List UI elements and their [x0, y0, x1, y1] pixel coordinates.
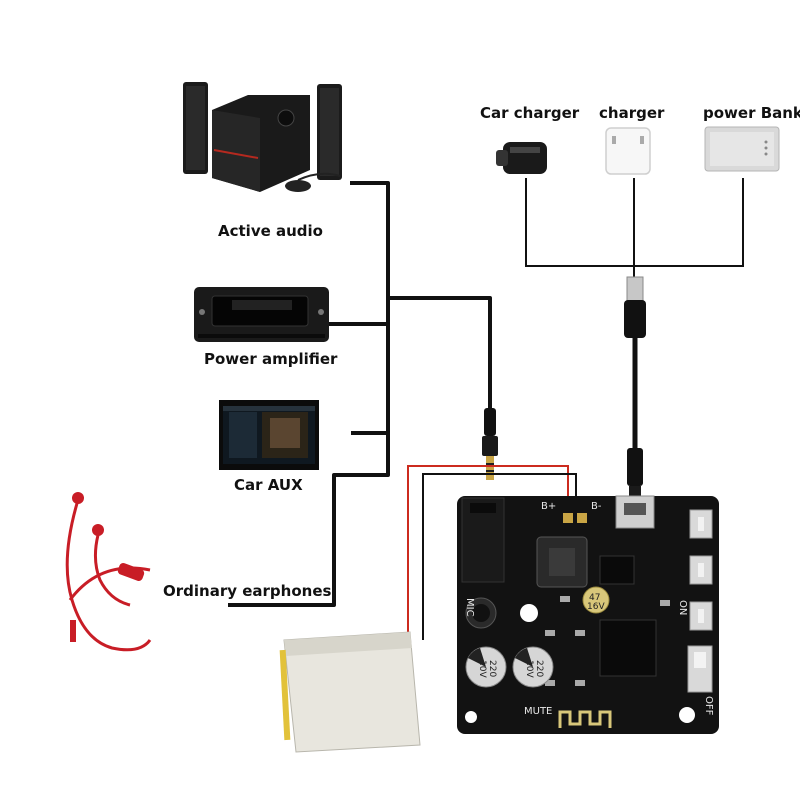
board-b-minus-label: B-	[591, 501, 602, 512]
board-off-label: OFF	[703, 696, 714, 716]
car-charger-label: Car charger	[480, 104, 580, 122]
board-on-label: ON	[677, 600, 688, 615]
capacitor-right-value: 220	[534, 660, 544, 677]
wall-charger-image	[605, 127, 651, 175]
active-audio-speakers-image	[183, 82, 342, 192]
bluetooth-board	[457, 495, 719, 734]
small-capacitor-value: 47	[589, 593, 600, 603]
capacitor-left-voltage: 10V	[477, 660, 487, 678]
capacitor-right-voltage: 10V	[524, 660, 534, 678]
charger-wires	[525, 178, 744, 278]
power-bank-image	[704, 126, 780, 172]
board-b-plus-label: B+	[541, 501, 556, 512]
power-amplifier-image	[194, 287, 329, 342]
board-mic-label: MIC	[464, 598, 475, 617]
usb-cable	[624, 276, 646, 496]
car-aux-image	[219, 400, 319, 470]
audio-jack-plug	[482, 408, 498, 480]
red-earphones-image	[65, 492, 152, 652]
capacitor-left-value: 220	[487, 660, 497, 677]
charger-label: charger	[599, 104, 665, 122]
audio-output-wires	[228, 181, 492, 607]
board-mute-label: MUTE	[524, 706, 552, 717]
small-capacitor-voltage: 16V	[587, 602, 605, 612]
power-amplifier-label: Power amplifier	[204, 350, 338, 368]
power-bank-label: power Bank	[703, 104, 800, 122]
ordinary-earphones-label: Ordinary earphones	[163, 582, 332, 600]
lithium-battery	[279, 631, 421, 753]
car-aux-label: Car AUX	[234, 476, 303, 494]
car-charger-image	[496, 142, 547, 174]
battery-wires	[407, 465, 577, 640]
active-audio-label: Active audio	[218, 222, 323, 240]
